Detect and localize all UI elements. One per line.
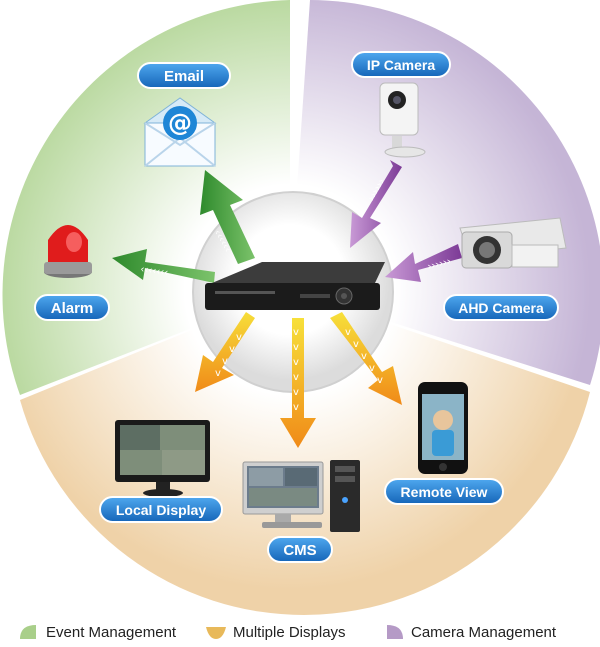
svg-text:v: v bbox=[369, 363, 375, 374]
svg-text:@: @ bbox=[168, 109, 192, 137]
svg-text:v: v bbox=[293, 357, 299, 368]
svg-text:v: v bbox=[293, 327, 299, 338]
multiple-displays-swatch-icon bbox=[206, 627, 226, 639]
arrow-to-alarm: ‹‹‹‹‹‹‹ bbox=[112, 249, 215, 283]
svg-text:v: v bbox=[236, 332, 242, 343]
arrow-to-cms bbox=[280, 318, 316, 448]
cms-computer-icon bbox=[242, 460, 360, 532]
svg-text:IP Camera: IP Camera bbox=[367, 57, 435, 73]
svg-text:AHD Camera: AHD Camera bbox=[458, 300, 544, 316]
svg-text:v: v bbox=[353, 339, 359, 350]
svg-text:v: v bbox=[293, 402, 299, 413]
legend-camera-management: Camera Management bbox=[383, 623, 556, 641]
legend-event-management: Event Management bbox=[18, 623, 176, 641]
arrow-chevrons: vvv vvv vvv v vvv vv bbox=[215, 327, 383, 413]
svg-text:Alarm: Alarm bbox=[51, 300, 94, 317]
svg-text:Email: Email bbox=[164, 68, 204, 85]
alarm-siren-icon bbox=[44, 225, 92, 278]
ahd-camera-label: AHD Camera bbox=[443, 294, 559, 321]
event-management-swatch-icon bbox=[20, 625, 36, 639]
legend-camera-label: Camera Management bbox=[411, 623, 557, 641]
alarm-label: Alarm bbox=[34, 294, 110, 321]
svg-text:v: v bbox=[215, 368, 221, 379]
arrow-to-remote-view bbox=[330, 312, 402, 405]
local-display-label: Local Display bbox=[99, 496, 223, 523]
svg-text:v: v bbox=[229, 344, 235, 355]
smartphone-icon bbox=[418, 382, 468, 474]
ip-camera-icon bbox=[379, 82, 426, 158]
multiple-displays-sector bbox=[20, 290, 590, 615]
ip-camera-label: IP Camera bbox=[351, 51, 451, 78]
arrow-to-local-display bbox=[195, 310, 255, 392]
dvr-system-diagram: ‹‹‹‹‹‹ ‹‹‹‹‹‹‹ ‹‹‹‹‹‹ ‹‹‹‹‹‹ vvv vvv vvv… bbox=[2, 0, 600, 615]
svg-text:v: v bbox=[377, 375, 383, 386]
cms-label: CMS bbox=[267, 536, 333, 563]
dvr-recorder-icon bbox=[205, 262, 385, 310]
svg-text:Local Display: Local Display bbox=[116, 502, 206, 518]
svg-text:v: v bbox=[361, 351, 367, 362]
ahd-camera-icon bbox=[459, 217, 567, 269]
remote-view-label: Remote View bbox=[384, 478, 504, 505]
svg-text:‹‹‹‹‹‹‹: ‹‹‹‹‹‹‹ bbox=[140, 264, 169, 279]
svg-text:Remote View: Remote View bbox=[401, 484, 488, 500]
arrow-from-ahd-camera: ‹‹‹‹‹‹ bbox=[385, 244, 462, 282]
local-display-monitor-icon bbox=[115, 420, 210, 497]
camera-management-swatch-icon bbox=[387, 625, 403, 639]
svg-text:v: v bbox=[293, 387, 299, 398]
legend-event-label: Event Management bbox=[46, 623, 177, 641]
legend: Event Management Multiple Displays Camer… bbox=[0, 619, 600, 647]
email-label: Email bbox=[137, 62, 231, 89]
email-envelope-icon: @ bbox=[143, 97, 217, 167]
svg-text:v: v bbox=[293, 372, 299, 383]
legend-displays-label: Multiple Displays bbox=[233, 623, 346, 641]
svg-text:CMS: CMS bbox=[283, 542, 316, 559]
svg-text:v: v bbox=[222, 356, 228, 367]
svg-text:v: v bbox=[345, 327, 351, 338]
legend-multiple-displays: Multiple Displays bbox=[205, 623, 346, 641]
svg-text:v: v bbox=[293, 342, 299, 353]
